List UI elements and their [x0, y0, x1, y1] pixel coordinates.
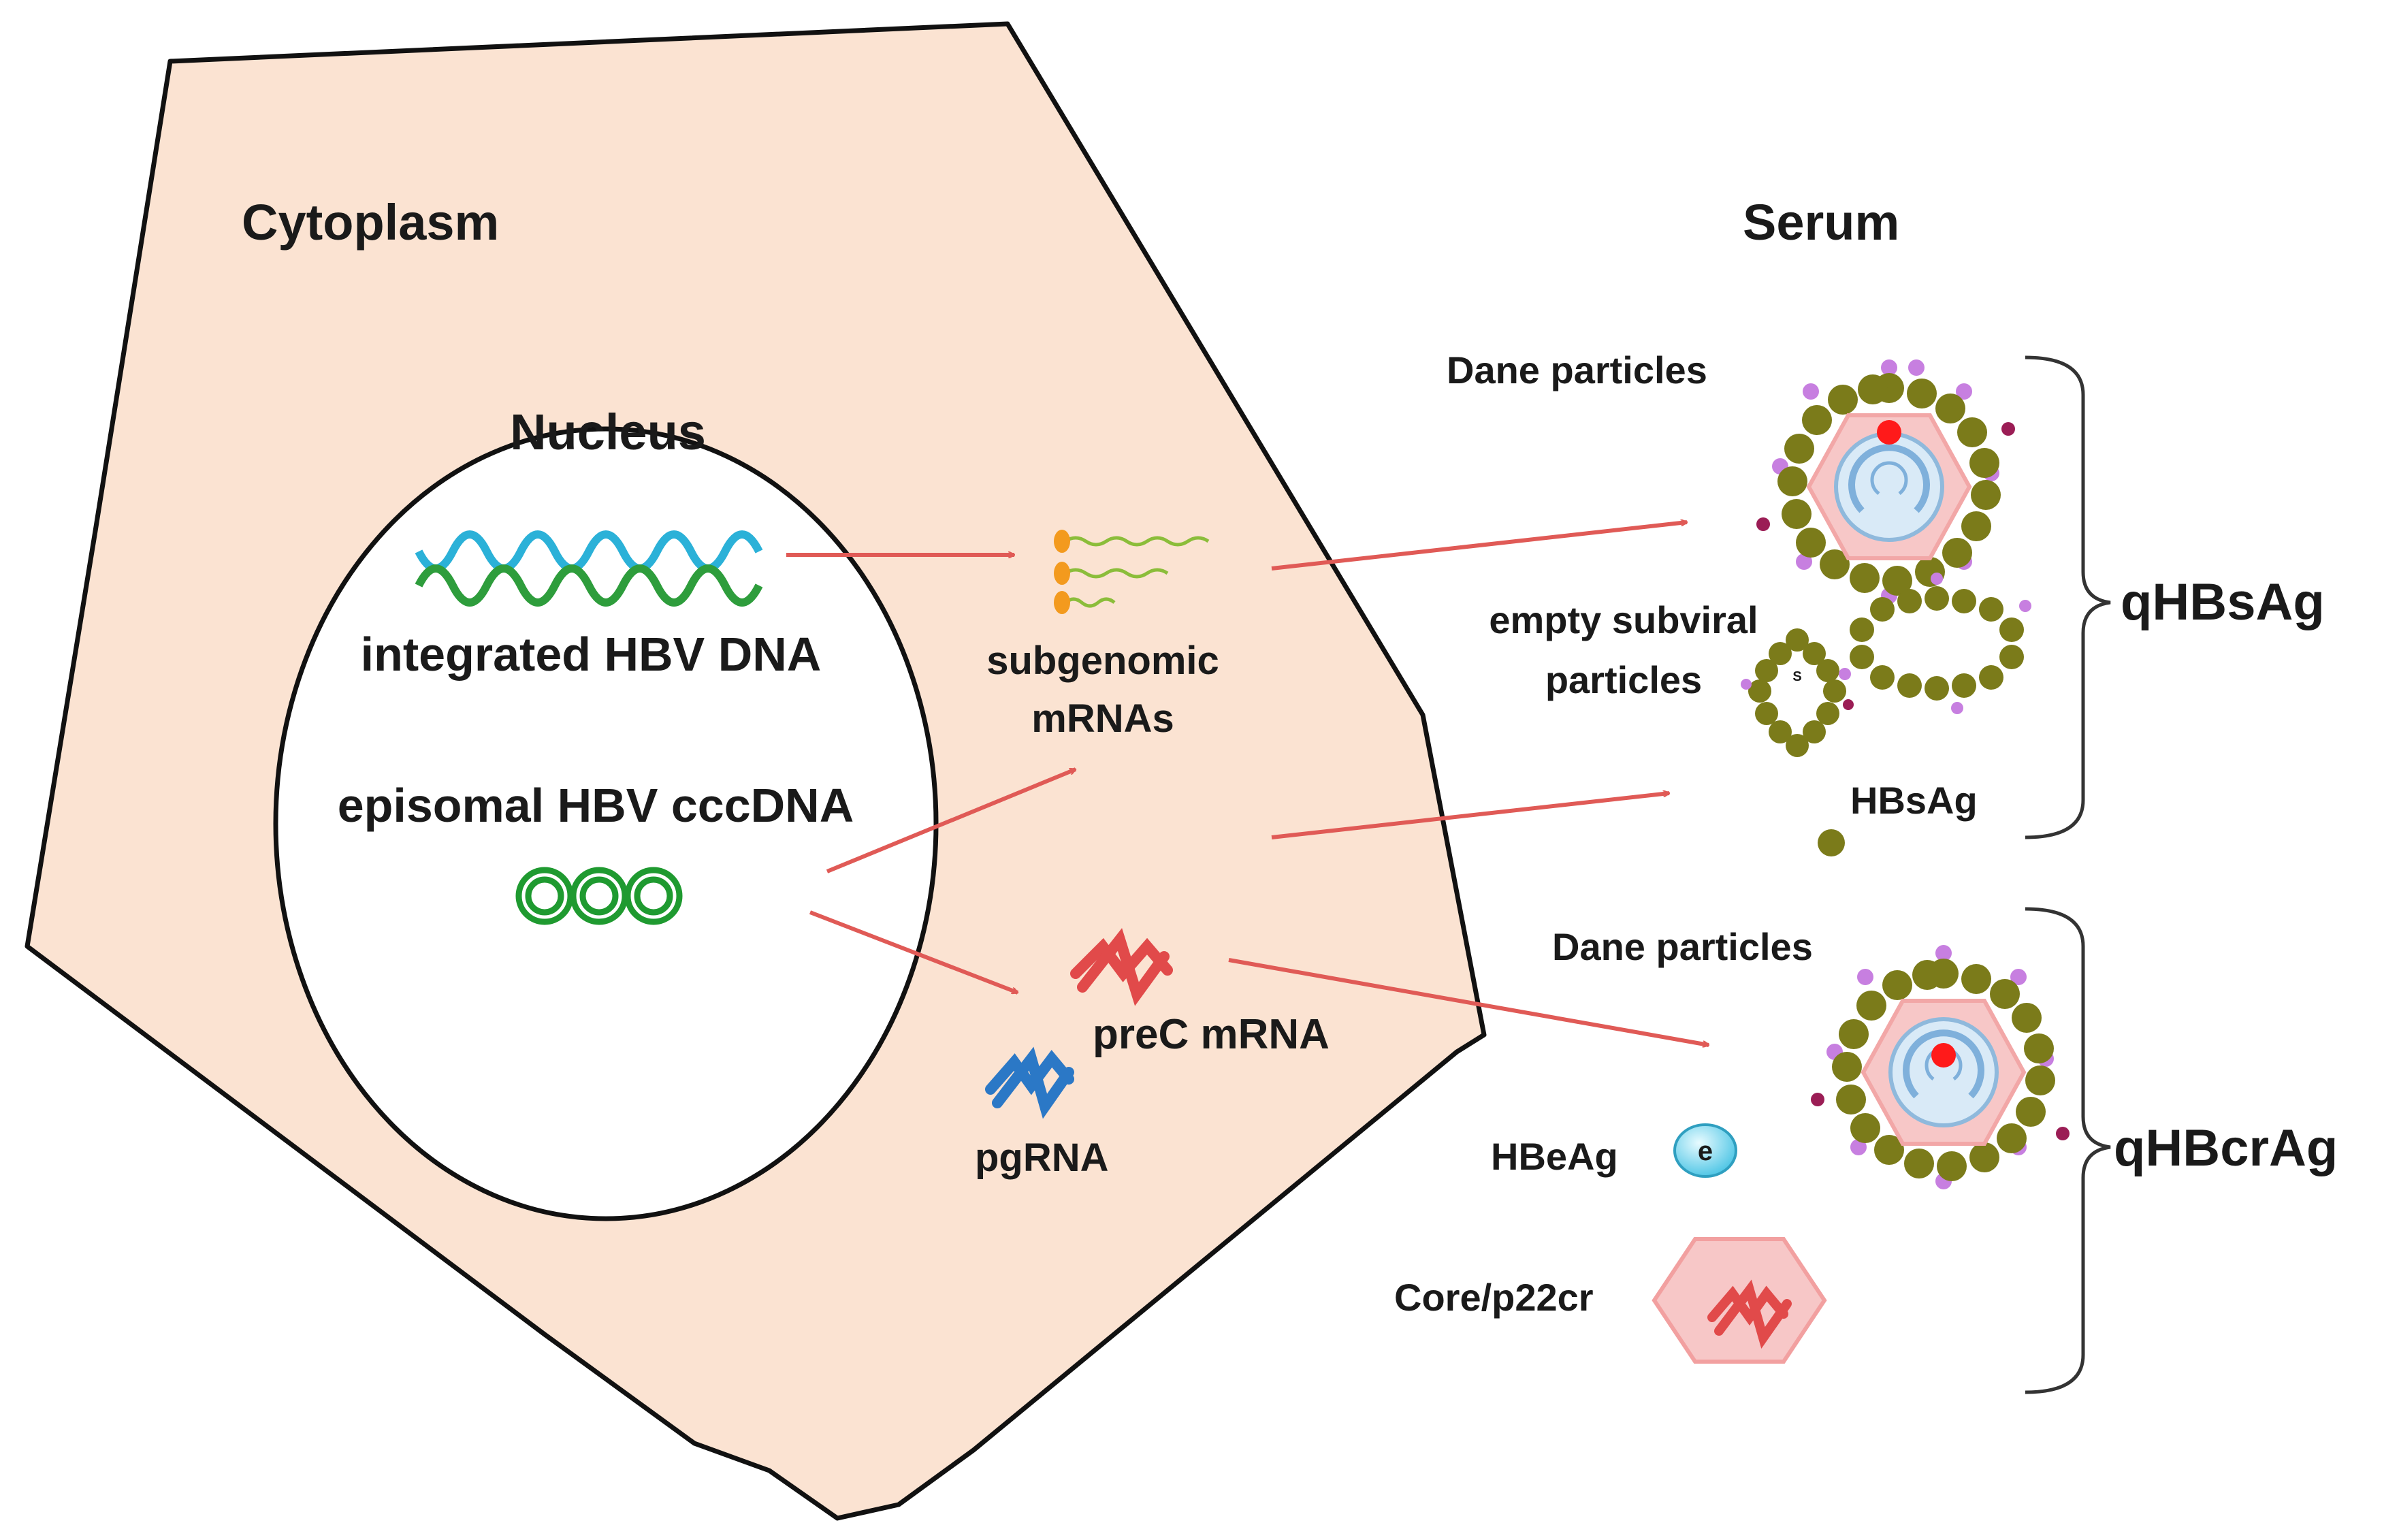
cytoplasm-label: Cytoplasm: [242, 194, 499, 251]
integrated-dna-helix-icon: [415, 530, 763, 607]
integrated-dna-label: integrated HBV DNA: [361, 628, 822, 681]
pathway-arrows: [786, 522, 1709, 1045]
arrow-cccdna-to-subgenomic: [826, 767, 1076, 873]
dane-particle-bottom-icon: [1811, 945, 2070, 1189]
subviral-particle-small-icon: [1741, 628, 1854, 757]
hbeag-label: HBeAg: [1491, 1135, 1618, 1178]
arrow-to-subviral: [1271, 793, 1669, 839]
surface-protein-label: S: [1792, 669, 1801, 684]
empty-subviral-label-line2: particles: [1545, 658, 1702, 701]
nucleus: [273, 426, 939, 1221]
qhbsag-label: qHBsAg: [2121, 573, 2325, 631]
prec-mrna-icon: [1070, 928, 1173, 1006]
episomal-cccdna-label: episomal HBV cccDNA: [338, 779, 854, 832]
hbeag-particle-icon: e: [1673, 1123, 1737, 1178]
dane-particles-bottom-label: Dane particles: [1552, 925, 1813, 968]
hbsag-label: HBsAg: [1850, 779, 1978, 822]
cccdna-circles-icon: [515, 867, 683, 925]
bracket-qhbcrag: [2025, 907, 2111, 1394]
subgenomic-mrna-icon: [1054, 530, 1210, 614]
prec-mrna-label: preC mRNA: [1093, 1011, 1330, 1058]
dane-particles-top-label: Dane particles: [1447, 349, 1707, 391]
arrow-prec-to-dane: [1228, 958, 1709, 1045]
pgrna-icon: [985, 1046, 1074, 1119]
dane-particle-top-icon: [1756, 359, 2015, 604]
core-p22cr-icon: [1652, 1237, 1827, 1364]
subgenomic-label-line1: subgenomic: [986, 639, 1219, 683]
qhbcrag-label: qHBcrAg: [2114, 1119, 2338, 1177]
arrow-cccdna-to-prec: [809, 910, 1018, 995]
empty-subviral-label-line1: empty subviral: [1489, 598, 1758, 641]
bracket-qhbsag: [2025, 355, 2111, 839]
pgrna-label: pgRNA: [975, 1136, 1109, 1180]
subviral-particle-large-icon: [1839, 573, 2031, 714]
serum-label: Serum: [1743, 194, 1899, 251]
nucleus-label: Nucleus: [510, 404, 706, 460]
arrow-subgenomic-to-dane: [1271, 522, 1687, 571]
core-p22cr-label: Core/p22cr: [1394, 1276, 1594, 1319]
subgenomic-label-line2: mRNAs: [1031, 696, 1174, 741]
hbsag-particle-icon: [1818, 829, 1845, 856]
hbeag-symbol: e: [1698, 1136, 1713, 1166]
